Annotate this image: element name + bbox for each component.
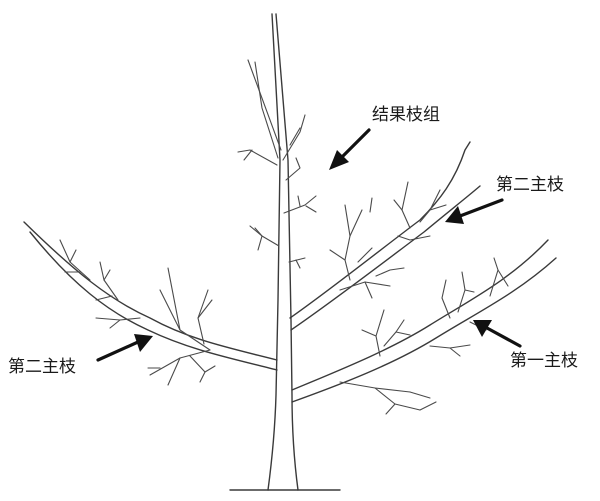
arrow-fruiting-group xyxy=(329,128,371,170)
left-second-scaffold xyxy=(23,221,278,386)
right-second-scaffold xyxy=(289,141,481,331)
leader-laterals xyxy=(249,195,317,269)
label-second-scaffold-right: 第二主枝 xyxy=(496,175,564,195)
label-fruiting-branch-group: 结果枝组 xyxy=(372,105,440,125)
central-leader xyxy=(267,13,299,491)
label-first-scaffold: 第一主枝 xyxy=(510,351,578,371)
arrow-first-scaffold xyxy=(473,320,522,348)
leader-tip xyxy=(237,59,306,181)
label-second-scaffold-left: 第二主枝 xyxy=(8,357,76,377)
right-first-scaffold xyxy=(291,239,557,415)
arrow-second-scaffold-left xyxy=(96,334,153,362)
arrow-second-scaffold-right xyxy=(445,198,504,224)
